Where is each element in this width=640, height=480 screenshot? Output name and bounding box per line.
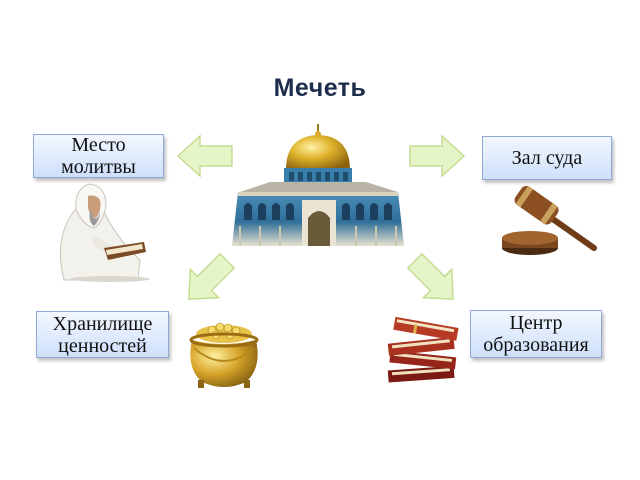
arrow-down-right-icon: [406, 252, 454, 300]
box-prayer-line2: молитвы: [61, 156, 136, 178]
box-courtroom: Зал суда: [482, 136, 612, 180]
praying-man-reading-book-icon: [59, 183, 150, 282]
arrow-left-icon: [176, 134, 233, 178]
box-court-line1: Зал суда: [511, 147, 583, 169]
arrow-down-left-icon: [188, 252, 236, 300]
box-education-line2: образования: [483, 334, 589, 356]
box-prayer-line1: Место: [71, 134, 126, 156]
arrow-right-icon: [409, 134, 466, 178]
mosque-dome-icon: [232, 124, 404, 246]
page-title: Мечеть: [273, 74, 367, 102]
box-treasury-line1: Хранилище: [52, 312, 153, 335]
box-place-of-prayer: Место молитвы: [33, 134, 164, 178]
box-education-line1: Центр: [509, 312, 563, 334]
gavel-icon: [502, 185, 597, 255]
box-education-center: Центр образования: [470, 310, 602, 358]
stack-of-books-icon: [387, 316, 459, 383]
box-treasury-line2: ценностей: [58, 334, 147, 357]
box-treasury: Хранилище ценностей: [36, 311, 169, 358]
gold-pot-icon: [189, 322, 259, 388]
